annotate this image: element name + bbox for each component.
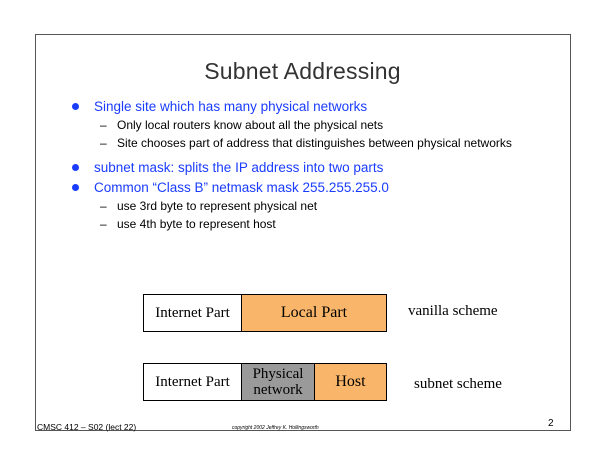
sub-bullet-text: use 3rd byte to represent physical net bbox=[117, 199, 318, 213]
vanilla-scheme-label: vanilla scheme bbox=[408, 303, 498, 319]
page-number: 2 bbox=[548, 418, 554, 429]
dash-icon: – bbox=[100, 199, 107, 213]
internet-part-cell: Internet Part bbox=[144, 364, 242, 400]
bullet-item: Common “Class B” netmask mask 255.255.25… bbox=[72, 179, 532, 196]
bullet-text: subnet mask: splits the IP address into … bbox=[94, 160, 384, 175]
dash-icon: – bbox=[100, 118, 107, 132]
dash-icon: – bbox=[100, 136, 107, 150]
slide-title: Subnet Addressing bbox=[204, 58, 401, 84]
network-label: network bbox=[253, 382, 303, 398]
bullet-item: subnet mask: splits the IP address into … bbox=[72, 159, 532, 176]
bullet-item: Single site which has many physical netw… bbox=[72, 98, 532, 115]
bullet-text: Common “Class B” netmask mask 255.255.25… bbox=[94, 180, 389, 195]
bullet-text: Single site which has many physical netw… bbox=[94, 99, 368, 114]
dash-icon: – bbox=[100, 217, 107, 231]
bullet-dot-icon bbox=[72, 103, 79, 110]
local-part-cell: Local Part bbox=[242, 295, 386, 331]
sub-bullet-text: Site chooses part of address that distin… bbox=[117, 136, 512, 150]
subnet-scheme-label: subnet scheme bbox=[414, 376, 502, 392]
copyright-footer: copyright 2002 Jeffrey K. Hollingsworth bbox=[232, 425, 319, 431]
sub-bullet-text: use 4th byte to represent host bbox=[117, 217, 276, 231]
physical-label: Physical bbox=[252, 366, 304, 382]
physical-network-cell: Physical network bbox=[242, 364, 315, 400]
host-cell: Host bbox=[315, 364, 386, 400]
sub-bullet-text: Only local routers know about all the ph… bbox=[117, 118, 384, 132]
vanilla-address-diagram: Internet Part Local Part bbox=[143, 294, 387, 332]
sub-bullet-item: – Site chooses part of address that dist… bbox=[72, 136, 532, 151]
subnet-address-diagram: Internet Part Physical network Host bbox=[143, 363, 387, 401]
bullet-dot-icon bbox=[72, 164, 79, 171]
internet-part-cell: Internet Part bbox=[144, 295, 242, 331]
sub-bullet-item: – use 3rd byte to represent physical net bbox=[72, 199, 532, 214]
sub-bullet-item: – use 4th byte to represent host bbox=[72, 217, 532, 232]
course-footer: CMSC 412 – S02 (lect 22) bbox=[37, 422, 137, 432]
sub-bullet-item: – Only local routers know about all the … bbox=[72, 118, 532, 133]
bullet-list: Single site which has many physical netw… bbox=[72, 98, 532, 232]
bullet-dot-icon bbox=[72, 184, 79, 191]
